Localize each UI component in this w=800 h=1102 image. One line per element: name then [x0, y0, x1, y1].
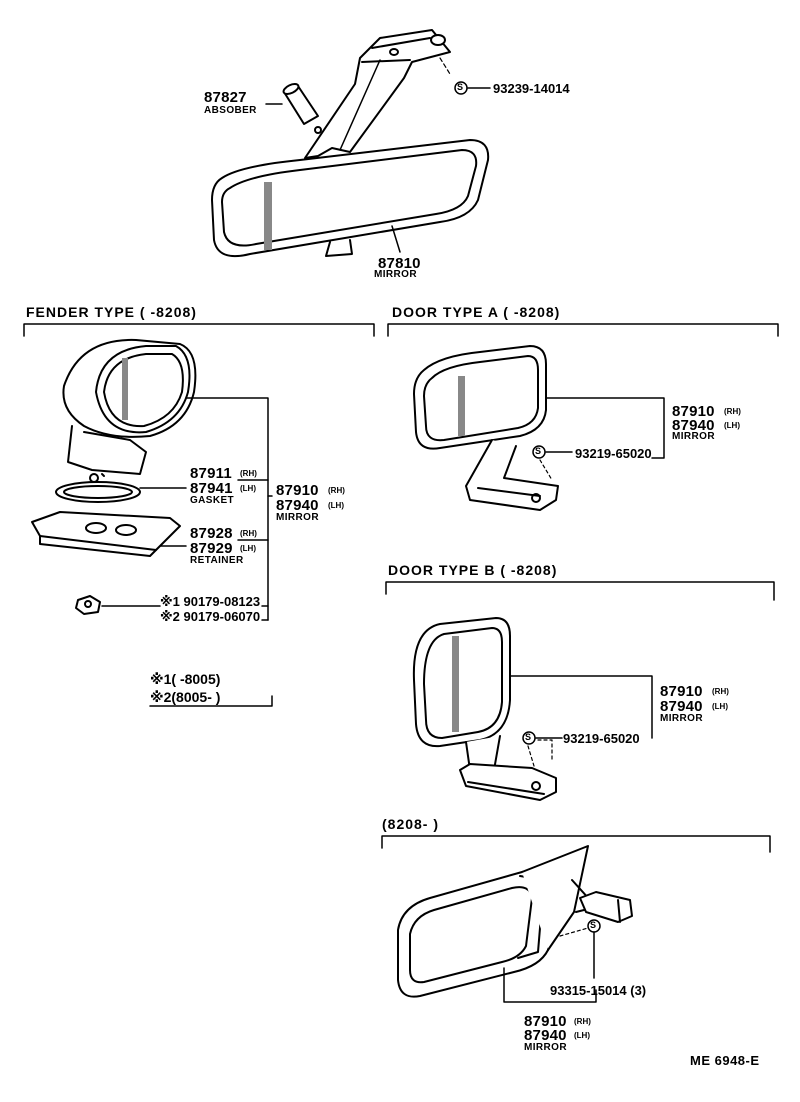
- note-2: ※2(8005- ): [150, 689, 221, 705]
- door-a-mirror-rh-part-number: 87910: [672, 403, 715, 420]
- fender-mirror-label: MIRROR: [276, 512, 319, 523]
- gasket-rh-part-number: 87911: [190, 465, 232, 482]
- late-screw-part-number: 93315-15014 (3): [550, 983, 647, 998]
- late-mirror-lh-tag: (LH): [574, 1031, 590, 1040]
- fender-type-header: FENDER TYPE ( -8208): [26, 304, 197, 320]
- door-b-mirror-lh-tag: (LH): [712, 702, 728, 711]
- fender-mirror-lh-part-number: 87940: [276, 497, 319, 514]
- retainer-rh-part-number: 87928: [190, 525, 233, 542]
- late-mirror-rh-tag: (RH): [574, 1017, 591, 1026]
- diagram-code: ME 6948-E: [690, 1053, 760, 1068]
- door-b-mirror-drawing: [412, 617, 653, 801]
- door-b-mirror-rh-tag: (RH): [712, 687, 729, 696]
- retainer-lh-tag: (LH): [240, 544, 256, 553]
- door-a-mirror-lh-part-number: 87940: [672, 417, 715, 434]
- gasket-rh-tag: (RH): [240, 469, 257, 478]
- absorber-part-number: 87827: [204, 89, 247, 106]
- door-a-mirror-label: MIRROR: [672, 431, 715, 442]
- inside-mirror-drawing: [211, 29, 491, 258]
- fender-mirror-lh-tag: (LH): [328, 501, 344, 510]
- door-a-mirror-lh-tag: (LH): [724, 421, 740, 430]
- late-mirror-label: MIRROR: [524, 1042, 567, 1053]
- retainer-lh-part-number: 87929: [190, 540, 233, 557]
- fender-mirror-drawing: [31, 338, 273, 707]
- door-a-s-mark: S: [535, 446, 542, 456]
- nut-part-number-2: ※2 90179-06070: [160, 609, 261, 624]
- door-a-mirror-rh-tag: (RH): [724, 407, 741, 416]
- fender-mirror-rh-part-number: 87910: [276, 482, 319, 499]
- door-b-s-mark: S: [525, 732, 532, 742]
- note-1: ※1( -8005): [150, 671, 221, 687]
- nut-part-number-1: ※1 90179-08123: [160, 594, 261, 609]
- door-type-a-header: DOOR TYPE A ( -8208): [392, 304, 561, 320]
- retainer-label: RETAINER: [190, 555, 244, 566]
- door-a-mirror-drawing: [413, 345, 665, 511]
- inside-mirror-part-number: 87810: [378, 255, 421, 272]
- door-a-screw-part-number: 93219-65020: [575, 446, 652, 461]
- late-type-header: (8208- ): [382, 816, 440, 832]
- gasket-label: GASKET: [190, 495, 235, 506]
- absorber-label: ABSOBER: [204, 105, 257, 116]
- door-type-b-header: DOOR TYPE B ( -8208): [388, 562, 558, 578]
- late-s-mark: S: [590, 920, 597, 930]
- retainer-rh-tag: (RH): [240, 529, 257, 538]
- bolt-part-number: 93239-14014: [493, 81, 570, 96]
- door-b-mirror-lh-part-number: 87940: [660, 698, 703, 715]
- late-mirror-drawing: [397, 845, 633, 1003]
- door-b-mirror-rh-part-number: 87910: [660, 683, 703, 700]
- door-b-mirror-label: MIRROR: [660, 713, 703, 724]
- fender-mirror-rh-tag: (RH): [328, 486, 345, 495]
- late-mirror-lh-part-number: 87940: [524, 1027, 567, 1044]
- inside-mirror-label: MIRROR: [374, 269, 417, 280]
- gasket-lh-tag: (LH): [240, 484, 256, 493]
- door-b-screw-part-number: 93219-65020: [563, 731, 640, 746]
- late-mirror-rh-part-number: 87910: [524, 1013, 567, 1030]
- gasket-lh-part-number: 87941: [190, 480, 233, 497]
- s-mark: S: [457, 82, 464, 92]
- section-brackets: [23, 323, 779, 853]
